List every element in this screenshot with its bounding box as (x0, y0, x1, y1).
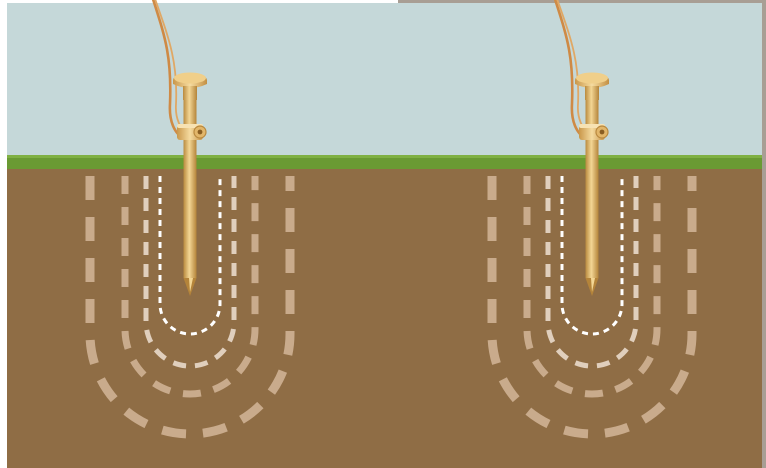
soil (7, 165, 762, 468)
frame-border-top (398, 0, 766, 3)
frame-border-right (762, 0, 766, 468)
sky (7, 3, 762, 158)
